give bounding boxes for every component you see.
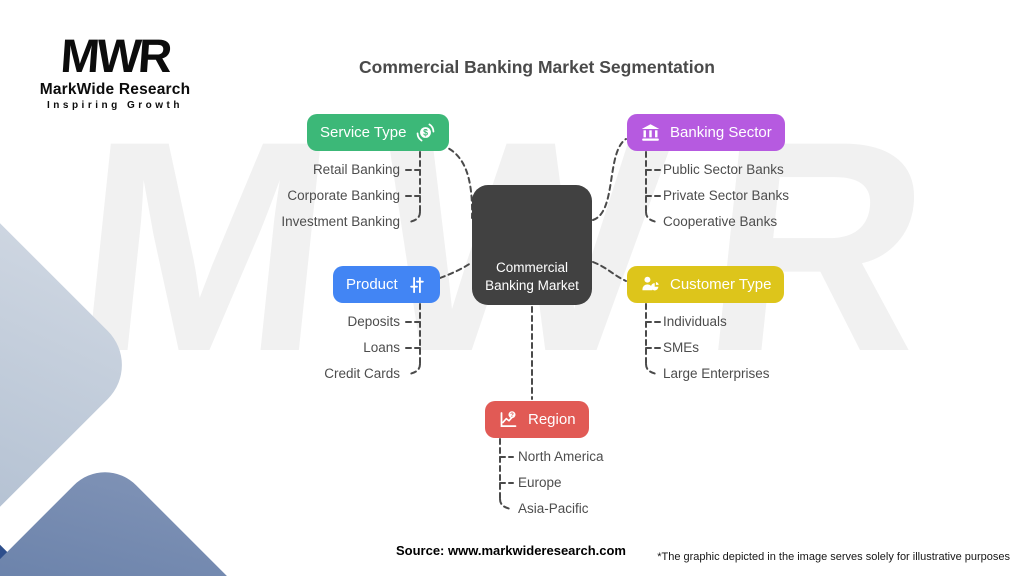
markwide-logo: MWR MarkWide Research Inspiring Growth (36, 29, 194, 111)
logo-tagline: Inspiring Growth (47, 99, 183, 111)
branch-badge-customer-type: Customer Type (627, 266, 785, 303)
segment-item: Large Enterprises (663, 366, 770, 381)
logo-acronym: MWR (58, 29, 172, 82)
segment-item: Credit Cards (324, 366, 400, 381)
segment-item: Asia-Pacific (518, 501, 589, 516)
center-node-commercial-banking-market: Commercial Banking Market (472, 185, 592, 305)
segment-list-service-type: Retail Banking Corporate Banking Investm… (281, 157, 400, 235)
segment-item: Individuals (663, 314, 727, 329)
branch-badge-product: Product (333, 266, 440, 303)
users-icon (640, 274, 661, 295)
branch-badge-region: ? Region (485, 401, 589, 438)
segment-item: SMEs (663, 340, 700, 355)
segment-item: Investment Banking (281, 214, 400, 229)
badge-label: Banking Sector (670, 124, 772, 141)
page-title: Commercial Banking Market Segmentation (359, 57, 715, 77)
map-question-icon: ? (498, 409, 519, 430)
disclaimer-text: *The graphic depicted in the image serve… (657, 551, 1010, 563)
svg-text:?: ? (510, 412, 514, 419)
segment-item: Public Sector Banks (663, 162, 784, 177)
segment-item: Loans (363, 340, 400, 355)
source-credit: Source: www.markwideresearch.com (395, 543, 626, 558)
segment-list-product: Deposits Loans Credit Cards (324, 309, 400, 387)
decorative-diamond-bottom (0, 454, 296, 576)
segment-list-banking-sector: Public Sector Banks Private Sector Banks… (663, 157, 789, 235)
segment-item: North America (518, 449, 604, 464)
segment-list-region: North America Europe Asia-Pacific (518, 444, 604, 522)
branch-badge-service-type: Service Type $ (307, 114, 450, 151)
center-node-label: Commercial Banking Market (485, 259, 579, 293)
branch-badge-banking-sector: Banking Sector (627, 114, 785, 151)
segment-item: Retail Banking (312, 162, 400, 177)
badge-label: Service Type (320, 124, 407, 141)
sliders-icon (407, 275, 427, 295)
badge-label: Region (528, 411, 576, 428)
badge-label: Customer Type (670, 276, 772, 293)
badge-label: Product (346, 276, 398, 293)
segment-item: Europe (518, 475, 562, 490)
bank-icon (640, 122, 661, 143)
segment-item: Cooperative Banks (663, 214, 778, 229)
segment-list-customer-type: Individuals SMEs Large Enterprises (663, 309, 770, 387)
currency-exchange-icon: $ (415, 122, 436, 143)
segment-item: Private Sector Banks (663, 188, 790, 203)
segment-item: Deposits (347, 314, 400, 329)
logo-company-name: MarkWide Research (39, 80, 191, 98)
svg-text:$: $ (424, 128, 429, 138)
segment-item: Corporate Banking (287, 188, 400, 203)
